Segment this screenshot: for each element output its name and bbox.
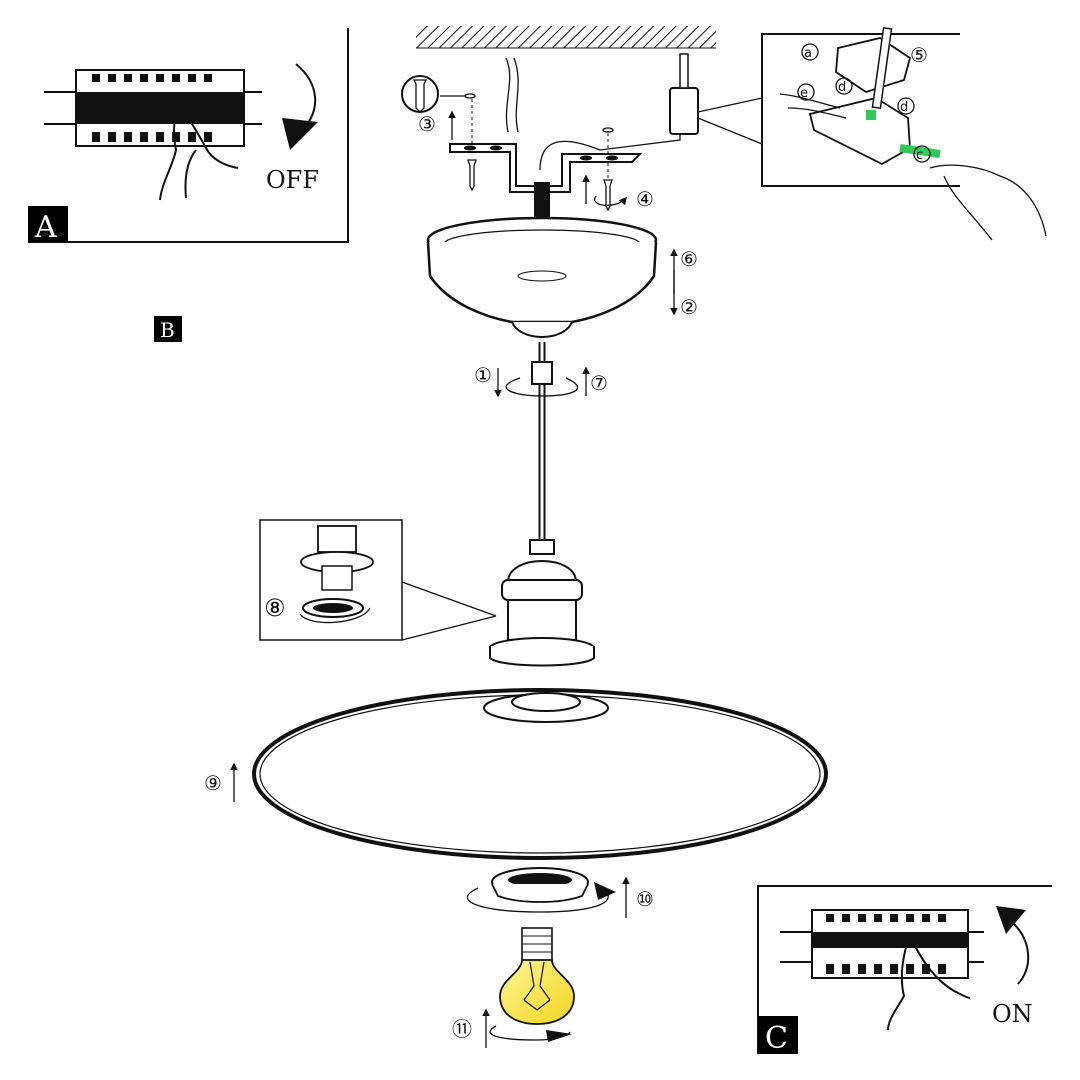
step-6-label: ⑥ <box>680 247 698 271</box>
mounting-bracket-icon <box>449 143 643 193</box>
off-label: OFF <box>266 166 319 194</box>
hand-icon <box>929 164 1047 241</box>
terminal-wiring-detail: a e d d c ⑤ <box>697 26 1047 241</box>
rotate-arrow-icon <box>505 377 579 397</box>
ceiling <box>416 26 716 49</box>
panel-letter-badge <box>758 1016 798 1054</box>
panel-a-breaker-off: OFF A <box>28 28 349 245</box>
panel-letter-badge <box>154 316 182 342</box>
shade-ring-icon <box>466 867 616 913</box>
step-3-label: ③ <box>418 112 436 136</box>
panel-letter-badge <box>28 206 68 242</box>
step-10-label: ⑩ <box>636 887 654 911</box>
breaker-box-icon <box>44 69 262 147</box>
terminal-box-icon <box>669 53 699 135</box>
canopy-icon <box>426 216 658 338</box>
lamp-shade-icon <box>252 688 828 860</box>
breaker-box-icon <box>780 909 984 979</box>
step-7-label: ⑦ <box>590 371 608 395</box>
ceiling-wire-icon <box>505 57 519 133</box>
terminal-letter-e: e <box>800 86 808 101</box>
lampholder-icon <box>489 539 595 667</box>
connector-block-icon <box>808 97 911 166</box>
rotate-arrow-icon <box>996 906 1030 985</box>
hand-icon <box>159 107 239 201</box>
panel-c-breaker-on: ON C <box>757 885 1052 1056</box>
rotate-arrow-icon <box>299 607 371 624</box>
terminal-letter-c: c <box>916 148 923 163</box>
rotate-arrow-icon <box>593 195 628 206</box>
on-label: ON <box>992 1000 1033 1028</box>
terminal-letter-a: a <box>804 46 812 61</box>
lampholder-detail: ⑧ <box>259 519 497 641</box>
panel-b: B <box>154 316 182 342</box>
screw-detail-icon <box>401 75 476 113</box>
step-4-label: ④ <box>636 187 654 211</box>
step-1-label: ① <box>474 363 492 387</box>
bracket-wire-icon <box>539 120 681 171</box>
insert-arrow-icon <box>899 144 941 158</box>
cord-lock-nut <box>531 361 553 385</box>
light-bulb-icon <box>499 927 575 1025</box>
step-9-label: ⑨ <box>204 771 222 795</box>
rotate-arrow-icon <box>282 63 318 150</box>
panel-letter-b: B <box>160 318 175 342</box>
step-5-label: ⑤ <box>910 43 928 67</box>
screwdriver-icon <box>871 26 893 110</box>
rotate-arrow-icon <box>466 887 609 913</box>
step-11-label: ⑪ <box>452 1017 472 1041</box>
panel-letter-a: A <box>34 210 57 245</box>
screw-icon <box>467 159 477 192</box>
terminal-letter-d: d <box>900 100 908 115</box>
panel-letter-c: C <box>765 1021 788 1056</box>
screw-icon <box>603 179 613 212</box>
step-2-label: ② <box>680 295 698 319</box>
terminal-letter-d: d <box>838 80 846 95</box>
step-8-label: ⑧ <box>264 594 286 622</box>
hand-icon <box>887 939 971 1031</box>
